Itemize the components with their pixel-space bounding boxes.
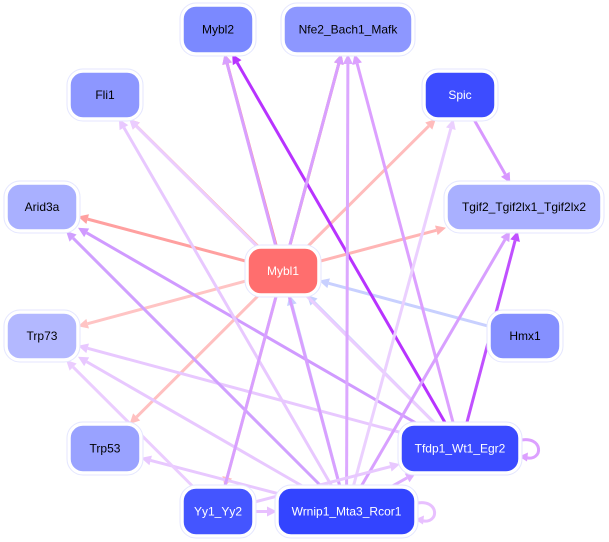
node-mybl2[interactable]: Mybl2 bbox=[179, 2, 257, 57]
edge-wrnip1-mta3-rcor1-to-fli1 bbox=[118, 119, 334, 488]
edge-tfdp1-wt1-egr2-to-mybl2 bbox=[232, 54, 448, 425]
node-label: Hmx1 bbox=[509, 329, 541, 343]
edge-wrnip1-mta3-rcor1-to-trp73 bbox=[78, 356, 305, 489]
edge-mybl1-to-trp73 bbox=[78, 279, 248, 329]
node-mybl1[interactable]: Mybl1 bbox=[244, 244, 322, 298]
edge-yy1-yy2-to-wrnip1-mta3-rcor1 bbox=[254, 506, 277, 517]
node-label: Mybl2 bbox=[202, 23, 234, 37]
edge-wrnip1-mta3-rcor1-to-spic bbox=[351, 119, 456, 488]
node-label: Mybl1 bbox=[267, 264, 299, 278]
node-label: Trp53 bbox=[90, 442, 121, 456]
edge-spic-to-tgif2-tgif2lx1-tgif2lx2 bbox=[472, 118, 511, 183]
edge-mybl1-to-spic bbox=[306, 119, 436, 249]
node-label: Tfdp1_Wt1_Egr2 bbox=[415, 442, 506, 456]
node-spic[interactable]: Spic bbox=[421, 68, 499, 122]
edge-tfdp1-wt1-egr2-to-nfe2-bach1-mafk bbox=[352, 54, 455, 425]
edge-mybl1-to-tgif2-tgif2lx1-tgif2lx2 bbox=[318, 225, 446, 263]
edge-wrnip1-mta3-rcor1-to-wrnip1-mta3-rcor1 bbox=[414, 501, 437, 525]
node-nfe2-bach1-mafk[interactable]: Nfe2_Bach1_Mafk bbox=[280, 2, 416, 57]
edge-wrnip1-mta3-rcor1-to-arid3a bbox=[66, 231, 324, 489]
node-label: Yy1_Yy2 bbox=[194, 505, 242, 519]
node-label: Tgif2_Tgif2lx1_Tgif2lx2 bbox=[462, 200, 586, 214]
edge-wrnip1-mta3-rcor1-to-nfe2-bach1-mafk bbox=[342, 54, 353, 488]
edges-layer bbox=[66, 54, 541, 525]
node-arid3a[interactable]: Arid3a bbox=[3, 180, 81, 234]
edge-wrnip1-mta3-rcor1-to-tgif2-tgif2lx1-tgif2lx2 bbox=[359, 231, 511, 488]
node-label: Nfe2_Bach1_Mafk bbox=[299, 23, 399, 37]
edge-mybl1-to-trp53 bbox=[129, 293, 260, 424]
node-wrnip1-mta3-rcor1[interactable]: Wrnip1_Mta3_Rcor1 bbox=[274, 484, 419, 539]
node-fli1[interactable]: Fli1 bbox=[66, 68, 144, 122]
node-trp73[interactable]: Trp73 bbox=[3, 309, 81, 363]
node-label: Arid3a bbox=[25, 200, 60, 214]
node-tgif2-tgif2lx1-tgif2lx2[interactable]: Tgif2_Tgif2lx1_Tgif2lx2 bbox=[443, 180, 605, 234]
edge-tfdp1-wt1-egr2-to-arid3a bbox=[78, 227, 419, 426]
node-label: Spic bbox=[448, 88, 471, 102]
node-hmx1[interactable]: Hmx1 bbox=[486, 309, 564, 363]
edge-hmx1-to-mybl1 bbox=[319, 278, 490, 328]
node-label: Trp73 bbox=[27, 329, 58, 343]
node-trp53[interactable]: Trp53 bbox=[66, 421, 144, 476]
edge-tfdp1-wt1-egr2-to-tfdp1-wt1-egr2 bbox=[518, 438, 541, 462]
node-label: Wrnip1_Mta3_Rcor1 bbox=[292, 505, 402, 519]
node-label: Fli1 bbox=[95, 88, 115, 102]
node-tfdp1-wt1-egr2[interactable]: Tfdp1_Wt1_Egr2 bbox=[397, 421, 523, 476]
node-yy1-yy2[interactable]: Yy1_Yy2 bbox=[179, 484, 257, 539]
edge-mybl1-to-arid3a bbox=[78, 214, 248, 263]
